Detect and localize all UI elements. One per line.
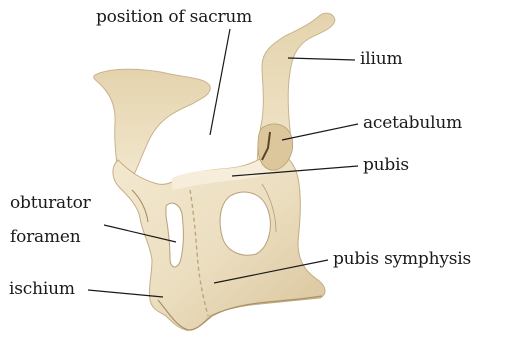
label-acetabulum: acetabulum [363, 113, 462, 133]
label-pubis: pubis [363, 155, 409, 175]
label-pubis-symphysis: pubis symphysis [333, 249, 471, 269]
label-position-of-sacrum: position of sacrum [96, 7, 252, 27]
obturator-foramen-large [220, 192, 270, 255]
label-obturator-line1: obturator [10, 193, 91, 213]
leader-acetabulum [282, 124, 358, 140]
leader-ilium [288, 58, 355, 60]
left-ilium-wing [94, 69, 211, 178]
label-ilium: ilium [360, 49, 402, 69]
leader-sacrum [210, 29, 230, 135]
label-ischium: ischium [9, 279, 75, 299]
label-obturator-line2: foramen [10, 227, 81, 247]
